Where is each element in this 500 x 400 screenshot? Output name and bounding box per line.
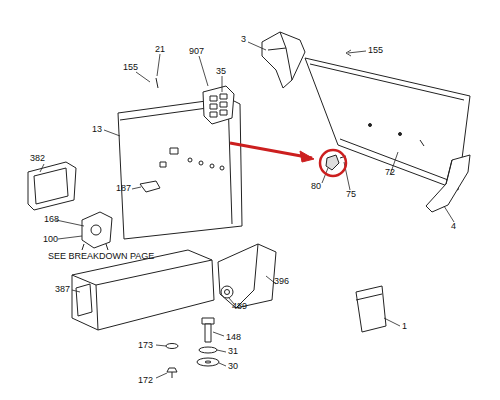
callout-number: 489: [232, 302, 247, 311]
callout-number: 100: [43, 235, 58, 244]
callout-number: 72: [385, 168, 395, 177]
callout-number: 148: [226, 333, 241, 342]
callout-number: 35: [216, 67, 226, 76]
callout-number: 155: [123, 63, 138, 72]
callout-number: 3: [241, 35, 246, 44]
callout-number: 4: [451, 222, 456, 231]
callout-number: 382: [30, 154, 45, 163]
callout-number: 396: [274, 277, 289, 286]
callout-number: 187: [116, 184, 131, 193]
callout-number: 80: [311, 182, 321, 191]
callout-number: 75: [346, 190, 356, 199]
callout-number: 31: [228, 347, 238, 356]
note-text: SEE BREAKDOWN PAGE: [48, 252, 154, 261]
callout-number: 173: [138, 341, 153, 350]
callout-number: 172: [138, 376, 153, 385]
callout-number: 155: [368, 46, 383, 55]
callout-number: 168: [44, 215, 59, 224]
callout-number: 30: [228, 362, 238, 371]
callout-number: 1: [402, 322, 407, 331]
callout-number: 21: [155, 45, 165, 54]
callout-number: 907: [189, 47, 204, 56]
callout-number: 13: [92, 125, 102, 134]
callout-number: 387: [55, 285, 70, 294]
